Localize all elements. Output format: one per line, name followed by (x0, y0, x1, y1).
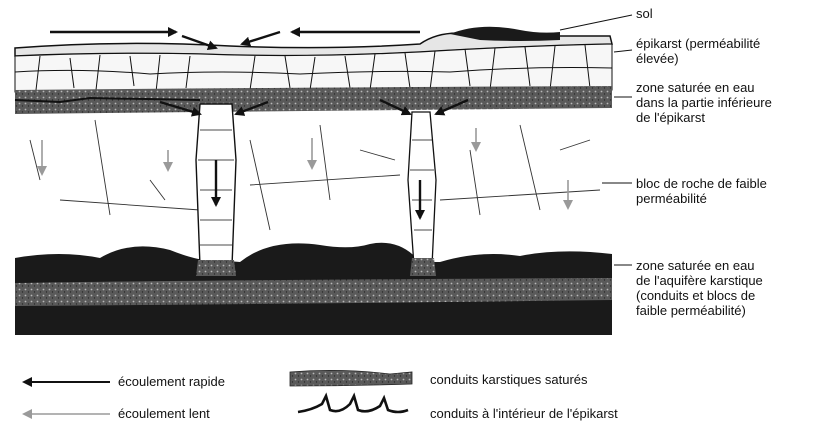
label-epikarst: épikarst (perméabilité élevée) (636, 36, 760, 66)
legend-saturated-conduits: conduits karstiques saturés (430, 372, 588, 387)
legend-slow-flow: écoulement lent (118, 406, 210, 421)
legend-rapid-flow: écoulement rapide (118, 374, 225, 389)
label-sol: sol (636, 6, 653, 21)
rock-block (30, 120, 600, 230)
saturated-conduits-legend-swatch (290, 370, 412, 386)
epikarst-saturated-zone (15, 86, 612, 114)
slow-flow-arrows (42, 128, 568, 208)
epikarst-conduits-legend-swatch (298, 396, 408, 412)
label-epikarst-saturated-zone: zone saturée en eau dans la partie infér… (636, 80, 772, 125)
label-aquifer-zone: zone saturée en eau de l'aquifère karsti… (636, 258, 763, 318)
conduit-right (408, 112, 436, 276)
label-rock-block: bloc de roche de faible perméabilité (636, 176, 767, 206)
aquifer-zone (15, 243, 612, 335)
legend-epikarst-conduits: conduits à l'intérieur de l'épikarst (430, 406, 618, 421)
